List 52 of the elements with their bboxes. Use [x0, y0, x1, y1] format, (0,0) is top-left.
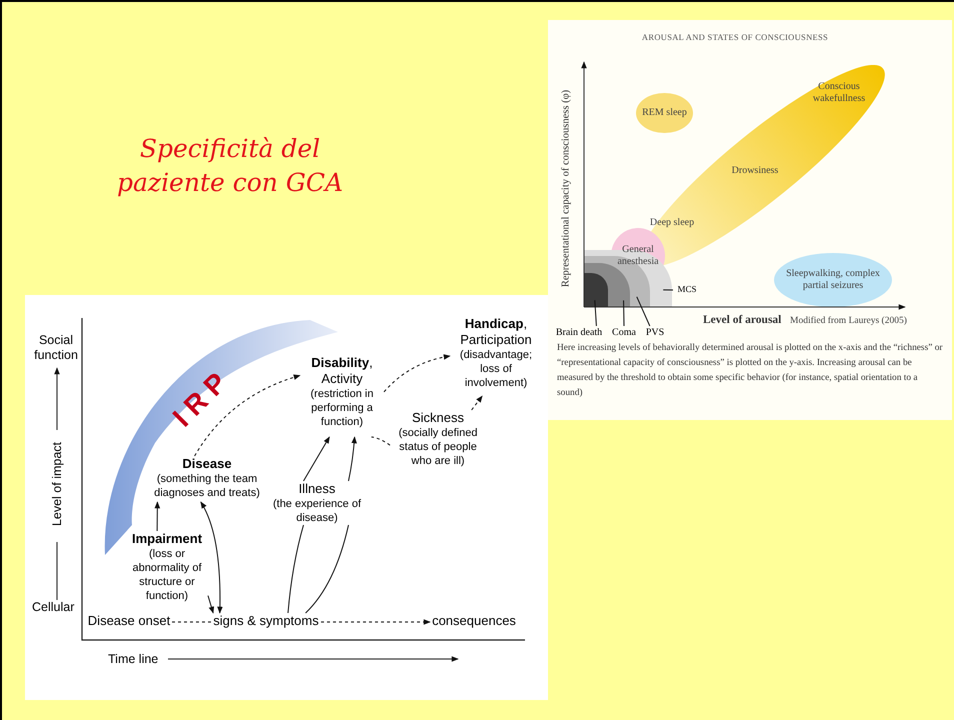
axis-title: Level of impact	[50, 440, 64, 528]
connector-line	[288, 524, 304, 614]
source-note: Modified from Laureys (2005)	[790, 316, 907, 326]
timeline-label: signs & symptoms	[211, 613, 321, 631]
arrow	[194, 374, 301, 456]
timeline-label: consequences	[430, 613, 518, 631]
concept-heading: Handicap, Participation	[459, 316, 533, 348]
axis-label: Social function	[33, 333, 79, 363]
state-label: Coma	[608, 326, 640, 340]
state-label: Drowsiness	[730, 165, 780, 177]
axis-title: Level of arousal	[703, 314, 782, 326]
connector-line	[370, 436, 390, 446]
state-label: Brain death	[550, 326, 608, 340]
concept-heading: Impairment	[132, 531, 202, 547]
concept-description: (socially defined status of people who are ill)	[398, 426, 478, 468]
leader-line	[636, 296, 650, 326]
concept-description: (loss or abnormality of structure or function)	[131, 547, 203, 603]
arrow	[320, 619, 431, 625]
arrow	[384, 354, 451, 392]
axis-title: Time line	[108, 652, 158, 666]
state-label: Sleepwalking, complex partial seizures	[785, 268, 881, 292]
leader-line	[623, 300, 624, 326]
concept-heading: Illness	[298, 481, 336, 497]
arrow	[154, 501, 160, 532]
state-label: MCS	[673, 283, 701, 297]
leader-line	[594, 300, 597, 326]
concept-heading: Disease	[182, 456, 232, 472]
arrow	[303, 436, 330, 482]
axis-title: Representational capacity of consciousness (φ)	[560, 88, 572, 290]
state-label: General anesthesia	[616, 244, 660, 268]
concept-description: (the experience of disease)	[272, 497, 362, 525]
state-label: Conscious wakefullness	[812, 81, 866, 105]
state-label: PVS	[642, 326, 668, 340]
concept-description: (disadvantage; loss of involvement)	[458, 348, 534, 390]
arrow	[208, 595, 214, 614]
connector-line	[305, 524, 349, 614]
arrow	[348, 436, 357, 482]
leader-line	[662, 289, 674, 290]
concept-description: (restriction in performing a function)	[310, 387, 374, 429]
chart-caption: Here increasing levels of behaviorally determined arousal is plotted on the x-axis and the “richness” or “representational capacity of consciousness” is plotted on the y-axis. Increasing arousal can be measured by the threshold to obtain some specific behavior (for instance, spatial orientation to a sound)	[557, 342, 944, 400]
state-label: Deep sleep	[648, 217, 696, 229]
chart-title: AROUSAL AND STATES OF CONSCIOUSNESS	[640, 32, 830, 42]
axis-label: Cellular	[32, 600, 74, 614]
concept-heading: Disability, Activity	[310, 355, 374, 387]
band-label: I R P	[166, 366, 234, 435]
concept-heading: Sickness	[412, 410, 464, 426]
arrow	[471, 395, 483, 410]
concept-description: (something the team diagnoses and treats)	[153, 472, 261, 500]
timeline-label: Disease onset	[86, 613, 172, 631]
slide-title: Specificità del paziente con GCA	[116, 133, 344, 199]
arrow	[200, 501, 223, 614]
state-label: REM sleep	[642, 107, 687, 119]
